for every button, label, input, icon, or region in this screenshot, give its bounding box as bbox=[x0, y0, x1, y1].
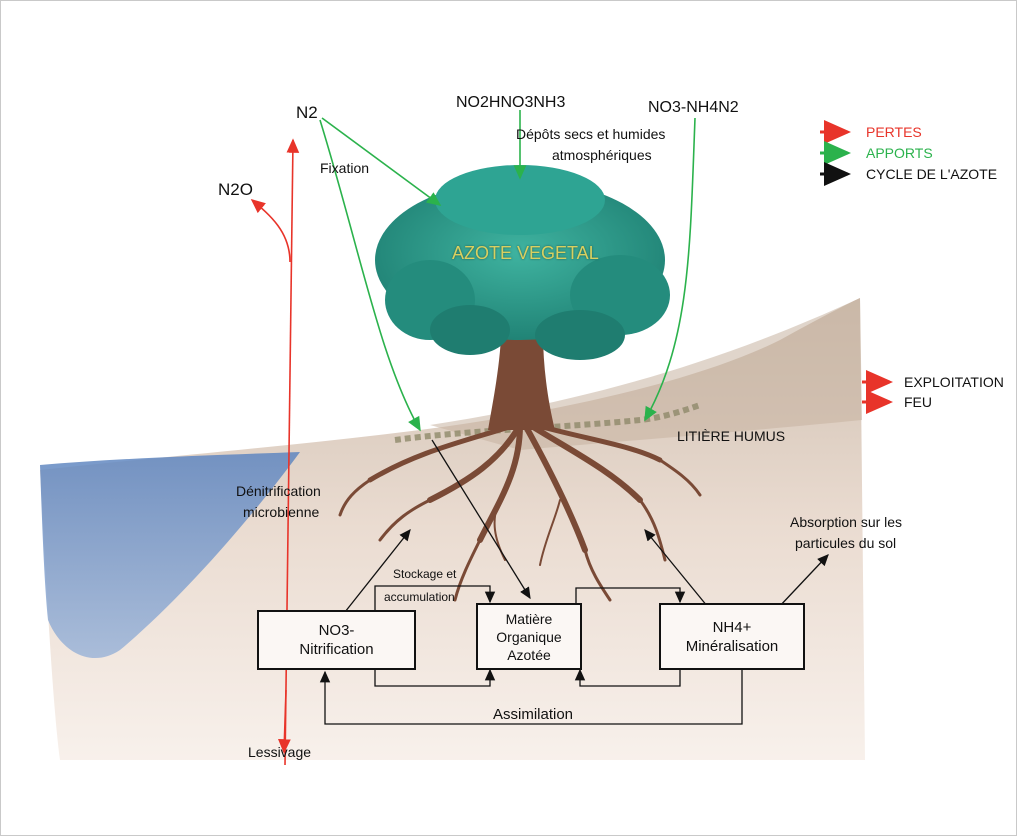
absorption-label-line2: particules du sol bbox=[795, 535, 897, 551]
n2-label: N2 bbox=[296, 103, 318, 122]
azote-vegetal-label: AZOTE VEGETAL bbox=[452, 243, 599, 263]
legend-exploitation: EXPLOITATION bbox=[904, 374, 1004, 390]
legend-pertes: PERTES bbox=[866, 124, 922, 140]
lessivage-label: Lessivage bbox=[248, 744, 312, 760]
deposition-species-label: NO2HNO3NH3 bbox=[456, 94, 566, 111]
no3-nh4-n2-label: NO3-NH4N2 bbox=[648, 99, 739, 116]
assimilation-label: Assimilation bbox=[493, 706, 574, 723]
legend-apports: APPORTS bbox=[866, 145, 933, 161]
litter-humus-band bbox=[394, 402, 701, 443]
deposition-label-line1: Dépôts secs et humides bbox=[516, 126, 666, 142]
cycle-arrows bbox=[319, 439, 829, 725]
legend-cycle: CYCLE DE L'AZOTE bbox=[866, 166, 998, 182]
stockage-label-line2: accumulation bbox=[384, 590, 455, 604]
denitrification-label-line2: microbienne bbox=[243, 504, 320, 520]
matiere-box-line3: Azotée bbox=[507, 646, 551, 663]
nitrification-box-line2: Nitrification bbox=[299, 641, 374, 658]
litiere-humus-label: LITIÈRE HUMUS bbox=[677, 428, 786, 444]
absorption-label-line1: Absorption sur les bbox=[790, 514, 903, 530]
nitrification-box: NO3- Nitrification bbox=[257, 610, 416, 670]
matiere-box-line1: Matière bbox=[505, 610, 553, 627]
water-body bbox=[40, 452, 300, 659]
mineralisation-box: NH4+Minéralisation bbox=[659, 603, 805, 670]
matiere-box-line2: Organique bbox=[496, 628, 562, 645]
n2o-label: N2O bbox=[218, 180, 253, 199]
tree-canopy bbox=[375, 165, 670, 360]
mineralisation-box-line2: Minéralisation bbox=[685, 637, 779, 655]
legend-arrows bbox=[820, 120, 893, 414]
fixation-label: Fixation bbox=[320, 160, 370, 176]
legend-feu: FEU bbox=[904, 394, 932, 410]
deposition-label-line2: atmosphériques bbox=[552, 147, 652, 163]
stockage-label-line1: Stockage et bbox=[393, 567, 457, 581]
input-arrows bbox=[319, 110, 696, 432]
mineralisation-box-line1: NH4+ bbox=[712, 618, 752, 636]
denitrification-label-line1: Dénitrification bbox=[236, 483, 321, 499]
nitrification-box-line1: NO3- bbox=[318, 622, 355, 639]
